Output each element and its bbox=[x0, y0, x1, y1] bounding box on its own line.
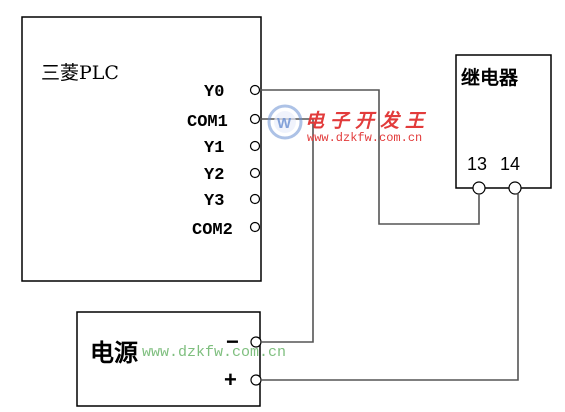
power-node-plus bbox=[250, 374, 262, 386]
watermark-brand: 电子开发王 bbox=[305, 110, 430, 132]
svg-text:W: W bbox=[277, 115, 292, 132]
relay-node-13 bbox=[472, 181, 486, 195]
relay-node-14 bbox=[508, 181, 522, 195]
watermark-url-large: www.dzkfw.com.cn bbox=[142, 344, 286, 361]
plc-node-y0 bbox=[249, 84, 261, 96]
plc-node-com1 bbox=[249, 113, 261, 125]
relay-terminal-14: 14 bbox=[500, 154, 520, 174]
plc-terminal-com1: COM1 bbox=[187, 113, 228, 132]
plc-node-y2 bbox=[249, 167, 261, 179]
watermark-url-small: www.dzkfw.com.cn bbox=[307, 131, 422, 145]
wire-relay-14-to-power-plus bbox=[261, 193, 519, 381]
plc-terminal-y1: Y1 bbox=[204, 139, 224, 158]
relay-box bbox=[455, 54, 552, 189]
power-minus-label: − bbox=[226, 329, 239, 354]
power-title: 电源 bbox=[90, 339, 138, 367]
plc-box bbox=[21, 16, 262, 282]
wire-com1-to-power-minus bbox=[260, 118, 314, 343]
wire-y0-to-relay-13 bbox=[260, 89, 480, 225]
plc-terminal-y3: Y3 bbox=[204, 192, 224, 211]
plc-terminal-com2: COM2 bbox=[192, 221, 233, 240]
power-box bbox=[76, 311, 261, 407]
plc-node-y3 bbox=[249, 193, 261, 205]
plc-title: 三菱PLC bbox=[41, 62, 119, 84]
plc-node-y1 bbox=[249, 140, 261, 152]
plc-terminal-y2: Y2 bbox=[204, 166, 224, 185]
relay-terminal-13: 13 bbox=[467, 154, 487, 174]
relay-title: 继电器 bbox=[461, 66, 519, 89]
plc-terminal-y0: Y0 bbox=[204, 83, 224, 102]
plc-node-com2 bbox=[249, 221, 261, 233]
plc-terminal-nodes bbox=[249, 84, 261, 233]
watermark-logo-icon: W bbox=[267, 104, 303, 140]
power-plus-label: + bbox=[224, 367, 237, 392]
